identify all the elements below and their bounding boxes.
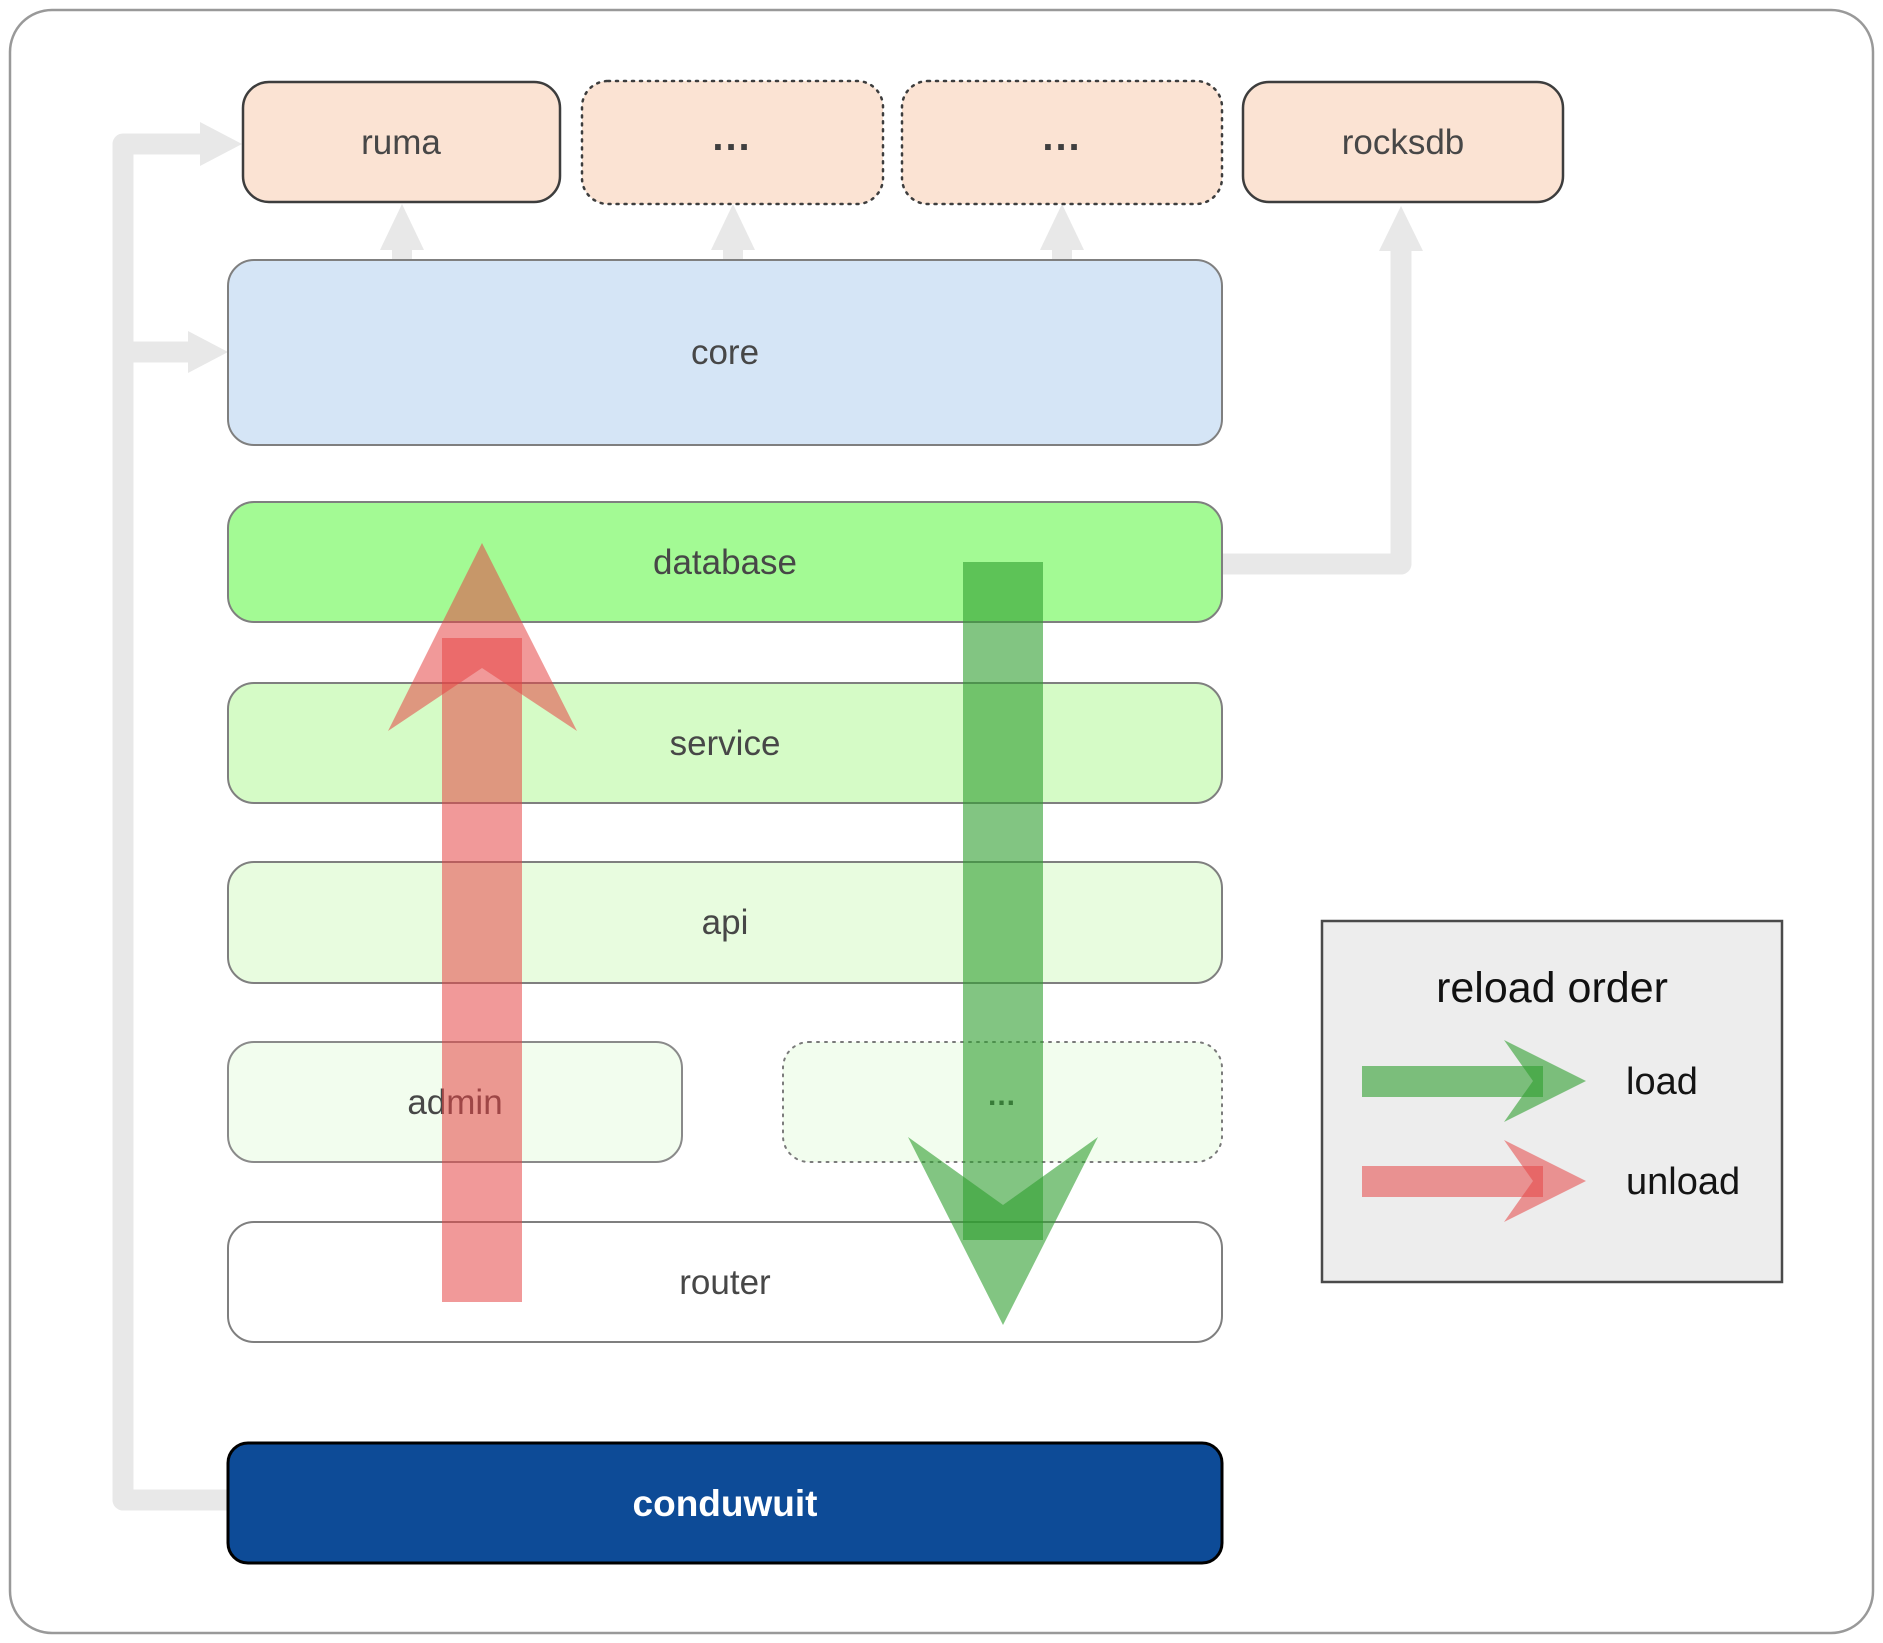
node-router-label: router (679, 1263, 771, 1302)
node-extension2-label: ... (1042, 115, 1081, 159)
legend-load-label: load (1626, 1061, 1698, 1103)
legend-box (1320, 919, 1784, 1284)
unload-arrow-icon (388, 543, 577, 1302)
core-to-ruma-arrow-icon (380, 204, 424, 262)
legend-unload-label: unload (1626, 1161, 1740, 1203)
arrowhead-into-ruma-icon (200, 122, 242, 166)
node-api-label: api (702, 903, 749, 942)
node-extension2 (900, 79, 1224, 206)
node-rocksdb (1241, 80, 1565, 204)
arrowhead-into-core-icon (188, 331, 228, 373)
node-core-label: core (691, 333, 759, 372)
legend-load-arrow-icon (1362, 1040, 1586, 1122)
core-to-extension1-arrow-icon (711, 204, 755, 262)
connector-conduwuit-to-ruma (112, 133, 240, 1511)
node-ruma-label: ruma (361, 123, 441, 162)
node-extension1 (580, 79, 885, 206)
outer-frame (8, 8, 1875, 1635)
arrowhead-into-rocksdb-icon (1379, 206, 1423, 251)
node-extension1-label: ... (712, 115, 751, 159)
core-to-extension2-arrow-icon (1040, 204, 1084, 262)
node-ruma (241, 80, 562, 204)
legend-title: reload order (1436, 964, 1668, 1012)
legend-unload-arrow-icon (1362, 1140, 1586, 1222)
node-conduwuit (226, 1441, 1224, 1565)
connector-database-to-rocksdb (1222, 250, 1412, 575)
node-service-label: service (670, 724, 781, 763)
node-rocksdb-label: rocksdb (1342, 123, 1465, 162)
node-conduwuit-label: conduwuit (633, 1483, 818, 1524)
node-core (227, 259, 1223, 446)
load-arrow-icon (908, 562, 1098, 1325)
node-database-label: database (653, 543, 797, 582)
